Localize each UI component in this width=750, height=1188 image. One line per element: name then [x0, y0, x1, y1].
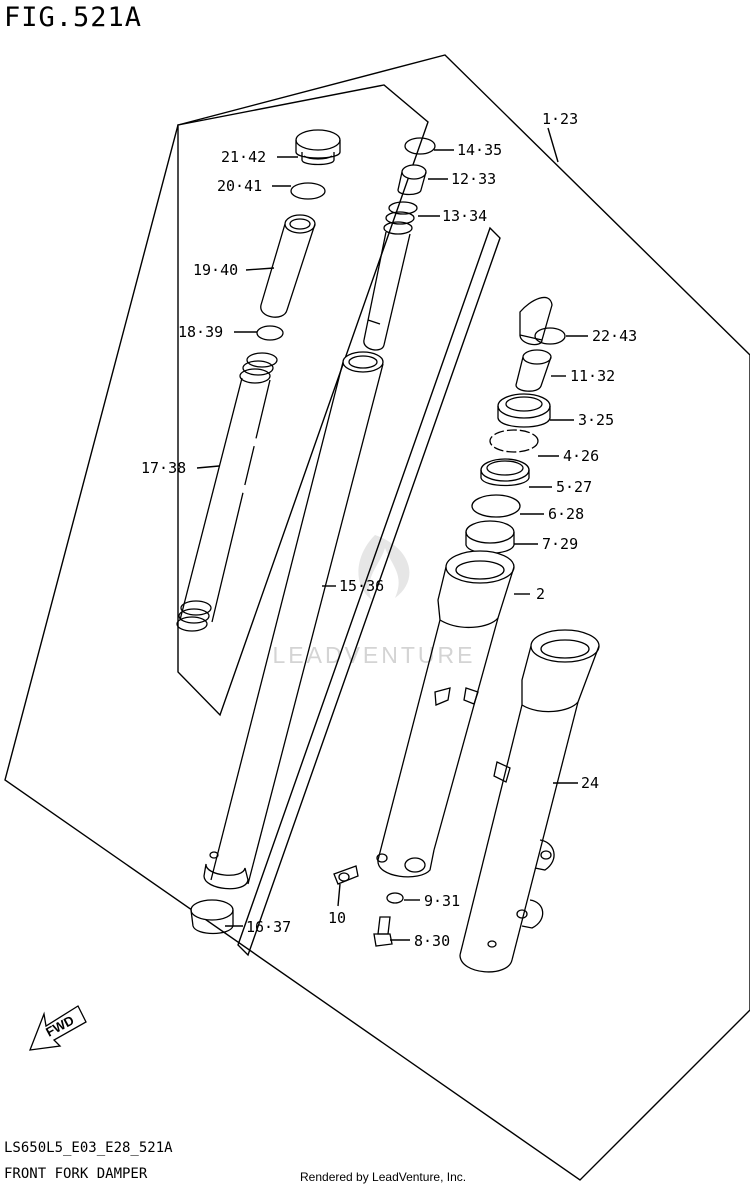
callout-21-42: 21·42 [221, 148, 266, 166]
callout-6-28: 6·28 [548, 505, 584, 523]
assembly-outline [4, 54, 750, 1181]
watermark-flame-icon [358, 535, 410, 600]
callout-20-41: 20·41 [217, 177, 262, 195]
rendered-by-credit: Rendered by LeadVenture, Inc. [300, 1170, 467, 1184]
part-spacer [260, 214, 316, 318]
part-gasket [386, 892, 404, 904]
part-spring [176, 352, 278, 632]
callout-24: 24 [581, 774, 599, 792]
callout-18-39: 18·39 [178, 323, 223, 341]
callouts: 1·23 2 3·25 4·26 5·27 6·28 7·29 8·30 9·3… [141, 110, 637, 950]
part-damper-rod [363, 201, 418, 351]
callout-1-23: 1·23 [542, 110, 578, 128]
leader-lines [196, 127, 588, 941]
part-outer-tube [459, 629, 600, 973]
part-stopper-ring [489, 429, 539, 453]
callout-9-31: 9·31 [424, 892, 460, 910]
callout-4-26: 4·26 [563, 447, 599, 465]
callout-17-38: 17·38 [141, 459, 186, 477]
part-cap-bolt [295, 129, 341, 166]
part-damper-bushing [397, 164, 427, 196]
inner-tube-subassembly-outline [237, 226, 501, 957]
watermark-text: LEADVENTURE [273, 642, 476, 668]
part-axle-bolt [373, 916, 393, 947]
figure-title: FIG.521A [4, 2, 143, 33]
callout-10: 10 [328, 909, 346, 927]
part-bush [515, 349, 552, 392]
part-inner-tube [376, 550, 515, 878]
part-collar [190, 899, 234, 935]
callout-7-29: 7·29 [542, 535, 578, 553]
callout-15-36: 15·36 [339, 577, 384, 595]
callout-2: 2 [536, 585, 545, 603]
part-guide-bush [465, 520, 515, 554]
callout-16-37: 16·37 [246, 918, 291, 936]
part-o-ring [290, 182, 326, 200]
part-ring [404, 137, 436, 155]
part-cylinder [203, 351, 384, 890]
part-washer [256, 325, 284, 341]
diagram-name: FRONT FORK DAMPER [4, 1166, 148, 1182]
callout-3-25: 3·25 [578, 411, 614, 429]
part-oil-seal [497, 393, 551, 428]
damper-subassembly-outline [177, 84, 429, 717]
callout-5-27: 5·27 [556, 478, 592, 496]
part-slide-bushing [471, 494, 521, 518]
part-seal-washer [480, 458, 530, 487]
fwd-arrow-icon: FWD [28, 1005, 87, 1051]
diagram-code: LS650L5_E03_E28_521A [4, 1140, 173, 1156]
part-dust-seal [519, 296, 566, 346]
callout-22-43: 22·43 [592, 327, 637, 345]
callout-19-40: 19·40 [193, 261, 238, 279]
callout-11-32: 11·32 [570, 367, 615, 385]
callout-12-33: 12·33 [451, 170, 496, 188]
callout-8-30: 8·30 [414, 932, 450, 950]
part-damper-bolt [333, 865, 359, 885]
watermark: LEADVENTURE [273, 535, 476, 668]
callout-13-34: 13·34 [442, 207, 487, 225]
callout-14-35: 14·35 [457, 141, 502, 159]
